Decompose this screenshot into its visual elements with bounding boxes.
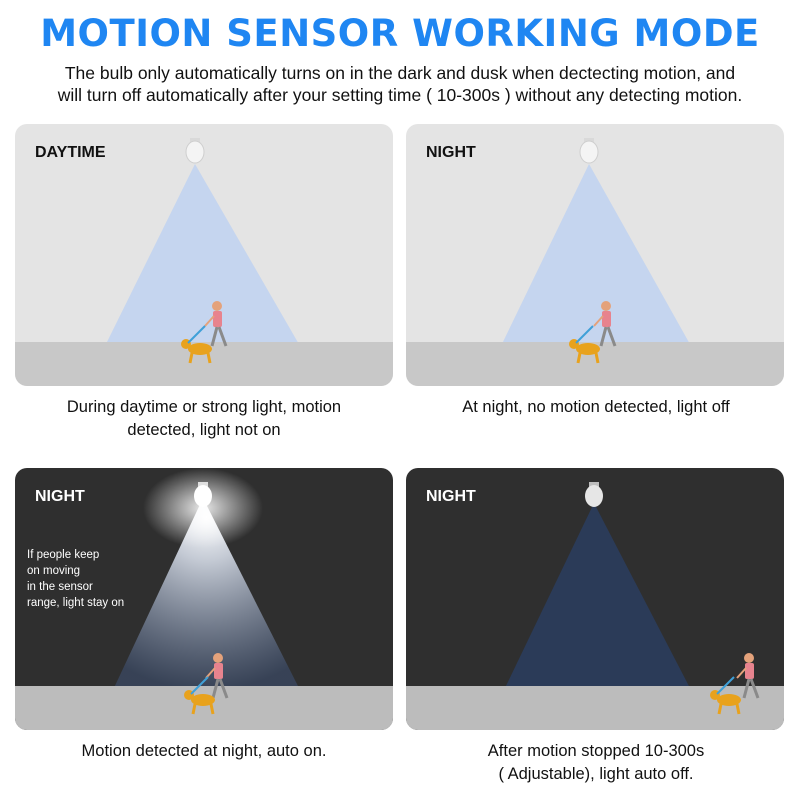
bulb-icon [185, 138, 205, 164]
person-walking-icon [205, 653, 229, 699]
bulb-icon [585, 482, 603, 507]
note-line: If people keep [27, 549, 100, 561]
bulb-icon [194, 482, 212, 507]
bulb-icon [579, 138, 599, 164]
caption-line: detected, light not on [127, 421, 281, 439]
person-walking-icon [204, 301, 228, 347]
dog-icon [181, 325, 212, 364]
note-line: on moving [27, 565, 81, 577]
page-subtitle: The bulb only automatically turns on in … [20, 62, 780, 106]
scene-daytime [15, 138, 393, 386]
floor [406, 686, 784, 730]
caption-line: After motion stopped 10-300s [487, 742, 705, 760]
caption-line: During daytime or strong light, motion [66, 398, 342, 416]
panel-label: NIGHT [426, 144, 476, 161]
panel-night-light-on: NIGHT If people keep on moving in the se… [15, 468, 393, 730]
scene-night-light-on [15, 468, 393, 730]
panel-label: DAYTIME [35, 144, 106, 161]
page-title: MOTION SENSOR WORKING MODE [40, 12, 760, 55]
caption-daytime: During daytime or strong light, motion d… [4, 396, 404, 442]
note-line: in the sensor [27, 581, 93, 593]
dog-icon [710, 676, 741, 715]
dog-icon [184, 676, 215, 715]
caption-night-light-on: Motion detected at night, auto on. [4, 740, 404, 763]
floor [15, 686, 393, 730]
panel-label: NIGHT [35, 488, 85, 505]
scene-night-no-motion [406, 138, 784, 386]
light-glow [143, 468, 263, 548]
light-beam [113, 498, 300, 690]
light-beam [105, 164, 300, 346]
panel-night-no-motion: NIGHT [406, 124, 784, 386]
caption-line: Motion detected at night, auto on. [81, 742, 327, 760]
note-line: range, light stay on [27, 597, 125, 609]
light-beam [501, 164, 691, 346]
scene-night-light-off [406, 482, 784, 730]
panel-night-light-off: NIGHT [406, 468, 784, 730]
subtitle-line-2: will turn off automatically after your s… [57, 85, 743, 105]
caption-line: ( Adjustable), light auto off. [498, 765, 694, 783]
person-walking-icon [736, 653, 760, 699]
light-beam [504, 503, 691, 690]
caption-line: At night, no motion detected, light off [462, 398, 730, 416]
panel-label: NIGHT [426, 488, 476, 505]
subtitle-line-1: The bulb only automatically turns on in … [64, 63, 736, 83]
panel-daytime: DAYTIME [15, 124, 393, 386]
dog-icon [569, 325, 600, 364]
caption-night-light-off: After motion stopped 10-300s ( Adjustabl… [396, 740, 796, 786]
caption-night-no-motion: At night, no motion detected, light off [396, 396, 796, 419]
person-walking-icon [593, 301, 617, 347]
motion-note: If people keep on moving in the sensor r… [27, 547, 147, 611]
